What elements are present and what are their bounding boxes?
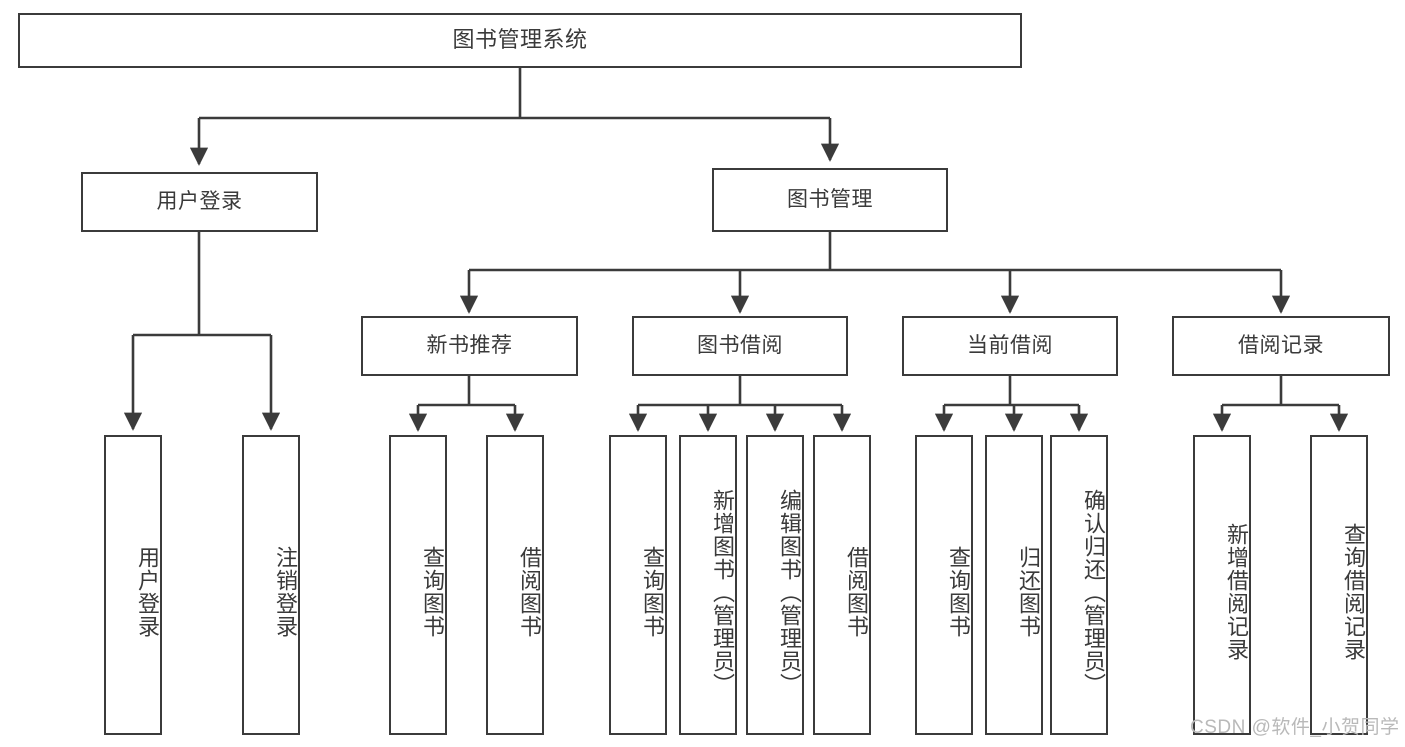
- node-leaf-return-book[interactable]: 归还图书: [985, 435, 1043, 735]
- node-leaf-add-book[interactable]: 新增图书（管理员）: [679, 435, 737, 735]
- node-leaf-add-record-label: 新增借阅记录: [1224, 523, 1249, 661]
- node-new-book-recommend[interactable]: 新书推荐: [361, 316, 578, 376]
- node-user-login[interactable]: 用户登录: [81, 172, 318, 232]
- node-user-login-label: 用户登录: [156, 190, 243, 214]
- node-book-borrow-label: 图书借阅: [697, 334, 783, 358]
- csdn-watermark: CSDN @软件_小贺同学: [1190, 717, 1400, 738]
- node-book-manage[interactable]: 图书管理: [712, 168, 948, 232]
- node-leaf-user-login[interactable]: 用户登录: [104, 435, 162, 735]
- node-leaf-logout-label: 注销登录: [273, 546, 298, 638]
- node-leaf-edit-book-label: 编辑图书（管理员）: [777, 488, 802, 696]
- node-leaf-confirm-return[interactable]: 确认归还（管理员）: [1050, 435, 1108, 735]
- node-book-manage-label: 图书管理: [787, 188, 873, 212]
- node-leaf-confirm-return-label: 确认归还（管理员）: [1081, 488, 1106, 696]
- node-leaf-query-record[interactable]: 查询借阅记录: [1310, 435, 1368, 735]
- node-leaf-query-book-2-label: 查询图书: [640, 546, 665, 638]
- node-leaf-borrow-book-1[interactable]: 借阅图书: [486, 435, 544, 735]
- node-leaf-borrow-book-1-label: 借阅图书: [517, 546, 542, 638]
- node-leaf-add-book-label: 新增图书（管理员）: [710, 488, 735, 696]
- node-leaf-query-book-3[interactable]: 查询图书: [915, 435, 973, 735]
- node-new-book-recommend-label: 新书推荐: [426, 334, 513, 358]
- node-leaf-edit-book[interactable]: 编辑图书（管理员）: [746, 435, 804, 735]
- node-leaf-query-book-2[interactable]: 查询图书: [609, 435, 667, 735]
- node-leaf-logout[interactable]: 注销登录: [242, 435, 300, 735]
- node-leaf-user-login-label: 用户登录: [135, 546, 160, 638]
- node-leaf-return-book-label: 归还图书: [1016, 546, 1041, 638]
- node-borrow-record-label: 借阅记录: [1238, 334, 1324, 358]
- node-borrow-record[interactable]: 借阅记录: [1172, 316, 1390, 376]
- node-leaf-query-book-1-label: 查询图书: [420, 546, 445, 638]
- node-current-borrow-label: 当前借阅: [967, 334, 1053, 358]
- node-leaf-query-book-3-label: 查询图书: [946, 546, 971, 638]
- node-root[interactable]: 图书管理系统: [18, 13, 1022, 68]
- node-root-label: 图书管理系统: [452, 27, 588, 53]
- node-leaf-borrow-book-2[interactable]: 借阅图书: [813, 435, 871, 735]
- node-leaf-query-record-label: 查询借阅记录: [1341, 523, 1366, 661]
- node-leaf-borrow-book-2-label: 借阅图书: [844, 546, 869, 638]
- node-leaf-query-book-1[interactable]: 查询图书: [389, 435, 447, 735]
- node-current-borrow[interactable]: 当前借阅: [902, 316, 1118, 376]
- node-leaf-add-record[interactable]: 新增借阅记录: [1193, 435, 1251, 735]
- node-book-borrow[interactable]: 图书借阅: [632, 316, 848, 376]
